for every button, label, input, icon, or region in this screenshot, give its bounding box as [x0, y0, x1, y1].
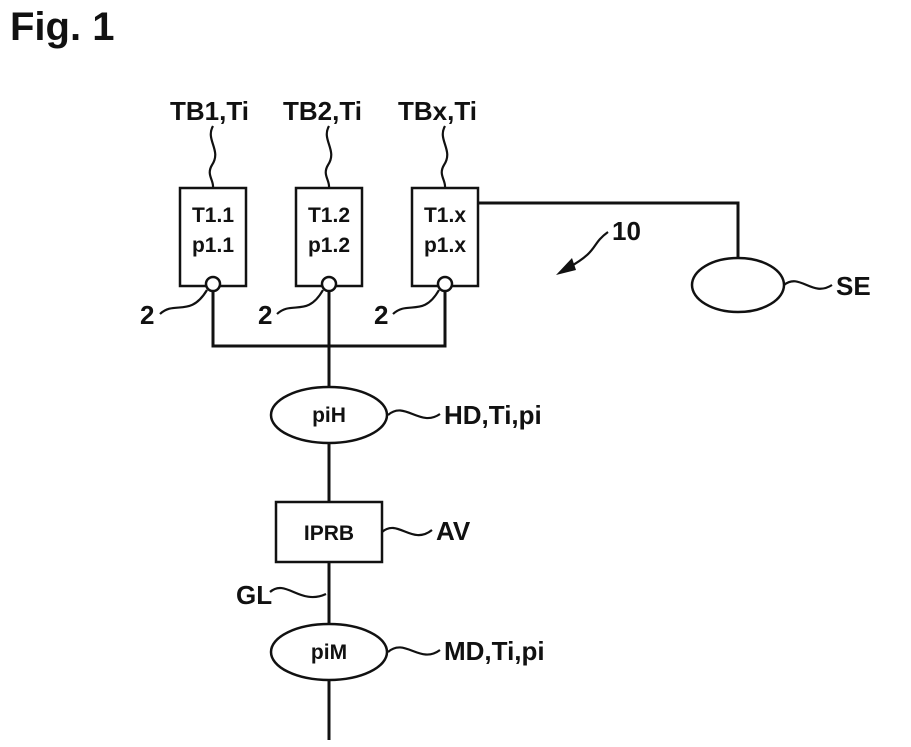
label-hd: HD,Ti,pi — [444, 400, 542, 430]
port-circle-1 — [206, 277, 220, 291]
leader-2-a — [160, 290, 207, 314]
label-av: AV — [436, 516, 471, 546]
leader-2-b — [277, 290, 323, 314]
leader-tb1 — [210, 126, 216, 188]
leader-av — [382, 528, 432, 535]
leader-se — [784, 281, 832, 289]
box-t12-line1: T1.2 — [308, 204, 350, 227]
arrow-10-head — [556, 258, 576, 275]
box-t11-line2: p1.1 — [192, 234, 234, 257]
leader-gl — [270, 588, 326, 597]
label-gl: GL — [236, 580, 272, 610]
port-circle-2 — [322, 277, 336, 291]
label-se: SE — [836, 271, 871, 301]
box-iprb-label: IPRB — [304, 522, 354, 545]
leader-tb2 — [326, 126, 332, 188]
arrow-10-shaft — [568, 232, 608, 268]
port-circle-3 — [438, 277, 452, 291]
ellipse-pim-label: piM — [311, 641, 347, 664]
label-2-a: 2 — [140, 300, 154, 330]
label-10: 10 — [612, 216, 641, 246]
leader-hd — [388, 410, 440, 418]
leader-md — [388, 647, 440, 654]
ellipse-pih-label: piH — [312, 404, 346, 427]
label-tb1: TB1,Ti — [170, 96, 249, 126]
ellipse-se — [692, 258, 784, 312]
box-t1x-line2: p1.x — [424, 234, 466, 257]
label-tb2: TB2,Ti — [283, 96, 362, 126]
line-to-se — [478, 203, 738, 258]
label-2-b: 2 — [258, 300, 272, 330]
figure-title: Fig. 1 — [10, 5, 114, 49]
label-tbx: TBx,Ti — [398, 96, 477, 126]
box-t11-line1: T1.1 — [192, 204, 234, 227]
box-t1x-line1: T1.x — [424, 204, 466, 227]
leader-2-c — [393, 290, 439, 314]
box-t12-line2: p1.2 — [308, 234, 350, 257]
label-md: MD,Ti,pi — [444, 636, 545, 666]
label-2-c: 2 — [374, 300, 388, 330]
leader-tbx — [442, 126, 448, 188]
